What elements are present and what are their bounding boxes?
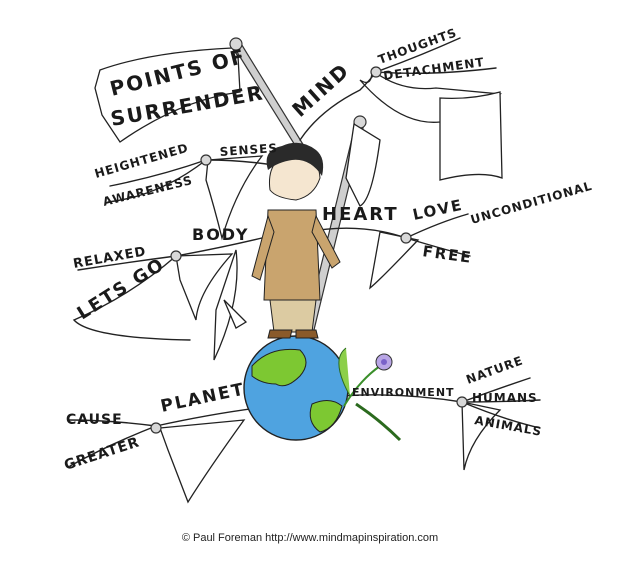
central-banner xyxy=(94,47,241,143)
branch-label-environment: ENVIRONMENT xyxy=(352,386,455,399)
branch-knobs xyxy=(150,66,468,434)
planet-globe xyxy=(243,335,349,441)
sub-label-free: FREE xyxy=(421,242,473,267)
branch-flags xyxy=(159,68,503,504)
flower xyxy=(338,347,402,442)
branch-label-mind: MIND xyxy=(287,58,354,122)
sub-label-greater: GREATER xyxy=(62,434,142,473)
sub-label-nature: NATURE xyxy=(464,353,525,387)
sub-label-humans: HUMANS xyxy=(472,391,538,405)
branch-label-senses: SENSES xyxy=(219,141,278,159)
branch-label-heart: HEART xyxy=(322,204,399,225)
branch-label-body: BODY xyxy=(192,225,250,244)
sub-label-awareness: AWARENESS xyxy=(101,173,194,209)
sub-label-unconditional: UNCONDITIONAL xyxy=(469,179,594,227)
sub-label-cause: CAUSE xyxy=(66,412,123,428)
person-figure xyxy=(251,142,341,339)
sub-label-heightened: HEIGHTENED xyxy=(93,141,190,181)
copyright-credit: © Paul Foreman http://www.mindmapinspira… xyxy=(181,532,439,544)
sub-label-animals: ANIMALS xyxy=(473,413,543,439)
sub-label-love: LOVE xyxy=(411,196,465,224)
